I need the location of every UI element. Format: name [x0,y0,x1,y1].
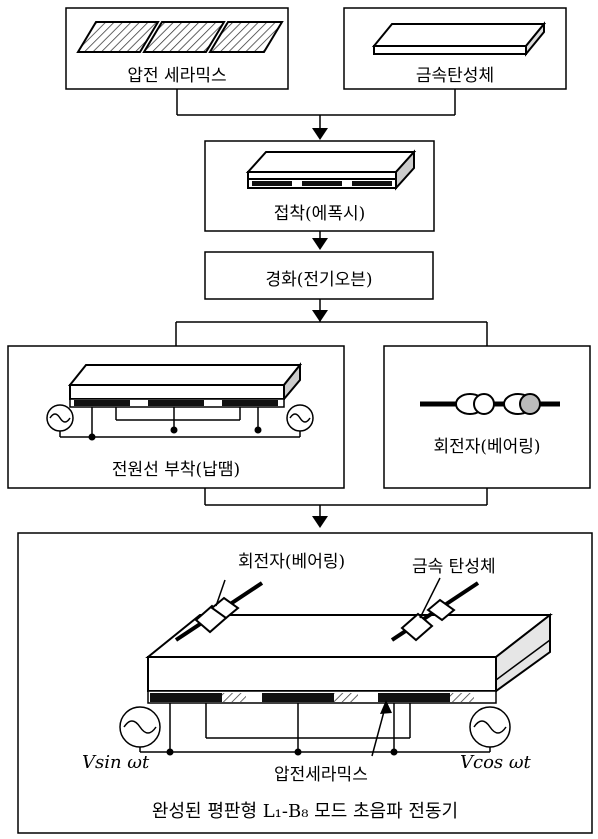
bearing-icon [390,581,480,642]
final-rotor-label: 회전자(베어링) [238,552,346,572]
rotor-box [383,345,591,489]
ac-source-icon [469,706,511,748]
bonded-plate-icon [245,149,417,191]
final-caption: 완성된 평판형 L₁-B₈ 모드 초음파 전동기 [151,801,459,822]
piezo-ceramics-label: 압전 세라믹스 [127,66,227,86]
final-metal-label: 금속 탄성체 [412,557,496,577]
vsin-label: Vsin ωt [82,752,150,773]
metal-elastic-label: 금속탄성체 [415,66,495,86]
bonding-label: 접착(에폭시) [273,204,366,224]
curing-label: 경화(전기오븐) [265,270,373,290]
metal-plate-icon [371,21,547,57]
arrow-down-icon [312,238,328,250]
rotor-label: 회전자(베어링) [433,437,541,457]
ac-source-icon [286,404,314,432]
connector-lines [176,89,456,130]
bearing-icon [420,393,560,415]
soldered-plate-icon [67,362,303,408]
piezo-plates-icon [76,21,284,53]
arrow-down-icon [312,516,328,528]
connector-lines [175,299,488,346]
connector-lines [204,488,488,516]
ac-source-icon [46,404,74,432]
solder-joint [170,426,178,434]
arrow-down-icon [312,310,328,322]
solder-joint [88,433,96,441]
arrow-up-icon [380,700,392,714]
bearing-icon [174,581,264,642]
wire-attach-label: 전원선 부착(납땜) [111,460,241,480]
vcos-label: Vcos ωt [460,752,531,773]
motor-body-icon [145,612,553,704]
wiring-lines [139,703,491,753]
arrow-down-icon [312,128,328,140]
wiring-lines [59,407,301,438]
solder-joint [294,748,302,756]
ac-source-icon [119,706,161,748]
solder-joint [390,748,398,756]
solder-joint [166,748,174,756]
curing-box [204,251,434,300]
solder-joint [254,426,262,434]
final-piezo-label: 압전세라믹스 [274,765,368,785]
